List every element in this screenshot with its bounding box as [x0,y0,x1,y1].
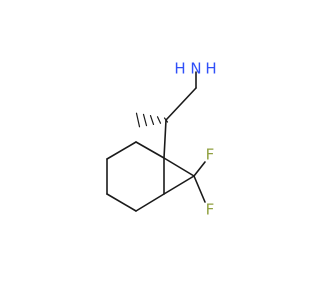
bond-c-f-2 [193,175,206,203]
ring-bond-4 [106,193,137,212]
fluorine-label-1: F [206,146,215,164]
ring-bond-5 [135,193,165,212]
molecule-diagram: H N H F F [106,60,217,219]
hydrogen-label-2: H [205,60,216,78]
hashed-wedge-bond [135,112,169,128]
fluorine-label-2: F [206,201,215,219]
bond-c-f-1 [193,161,206,177]
cyclopropane-bond-2 [163,175,195,195]
nitrogen-label: N [190,60,201,78]
ring-bond-2 [106,141,137,160]
bond-chiral-ch2 [165,87,197,121]
cyclopropane-bond-1 [163,157,195,177]
hydrogen-label-1: H [174,60,185,78]
bond-chiral-bridgehead [163,119,167,159]
ring-bond-1 [135,141,165,159]
